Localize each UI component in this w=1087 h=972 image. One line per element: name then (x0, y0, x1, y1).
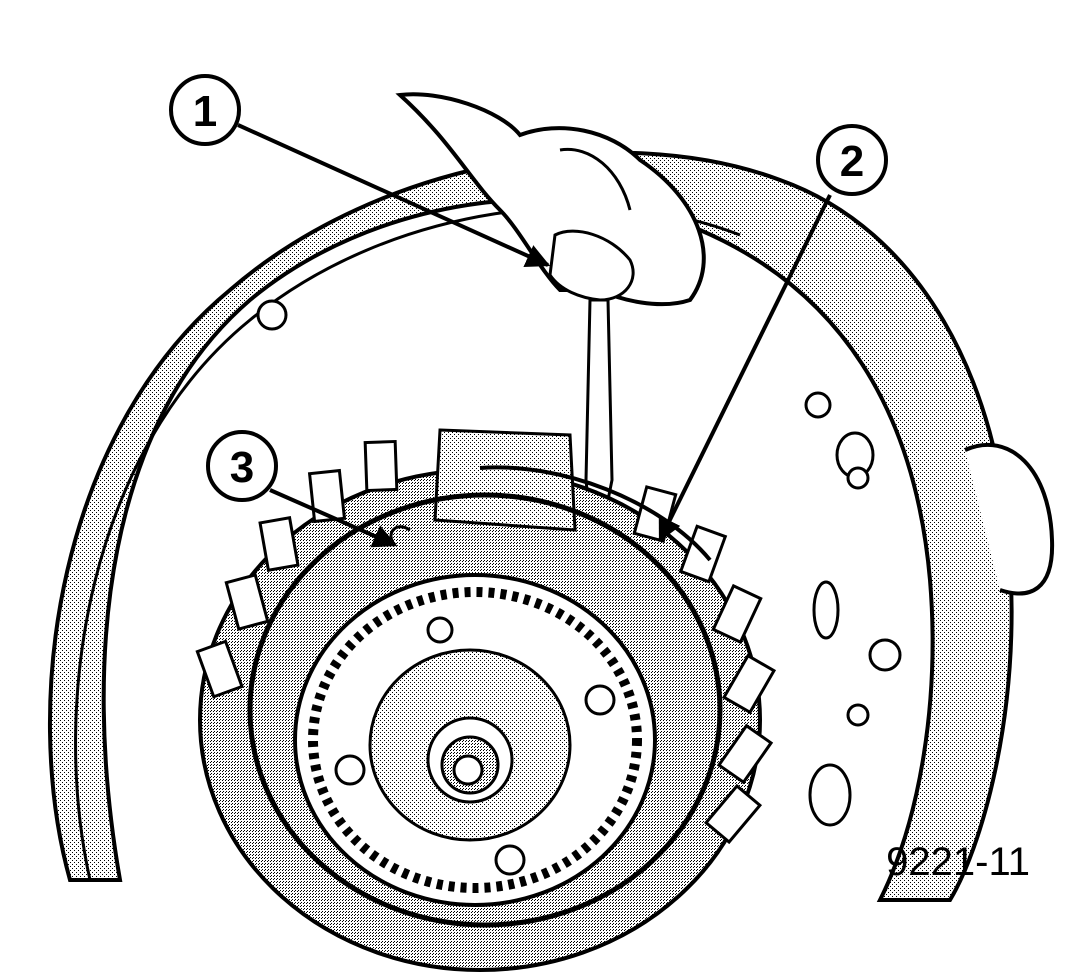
callout-3: 3 (206, 430, 278, 502)
figure-id-label: 9221-11 (886, 840, 1030, 884)
clutch-drum (195, 428, 777, 972)
callout-1: 1 (169, 74, 241, 146)
callout-2: 2 (816, 124, 888, 196)
hand (395, 92, 706, 307)
callout-2-number: 2 (840, 137, 864, 186)
callout-3-number: 3 (230, 443, 254, 492)
callout-1-number: 1 (193, 87, 217, 136)
callout-leaders (237, 123, 832, 548)
